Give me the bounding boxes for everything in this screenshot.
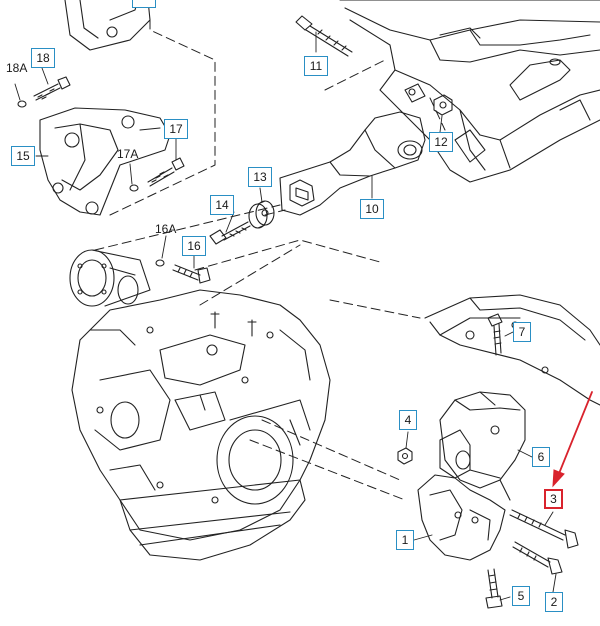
mount-plate bbox=[424, 294, 600, 406]
label-17a: 17A bbox=[117, 147, 139, 161]
callout-1: 1 bbox=[396, 530, 414, 550]
torque-arm-10 bbox=[279, 111, 426, 216]
bracket-1 bbox=[417, 474, 506, 561]
highlight-arrow bbox=[552, 391, 593, 488]
callout-10: 10 bbox=[360, 199, 384, 219]
callout-15: 15 bbox=[11, 146, 35, 166]
bolt-5 bbox=[485, 568, 503, 609]
output-flange bbox=[69, 249, 151, 307]
label-16a: 16A bbox=[155, 222, 177, 236]
callout-4: 4 bbox=[399, 410, 417, 430]
bolt-2 bbox=[512, 541, 563, 575]
callout-17: 17 bbox=[164, 119, 188, 139]
bracket-15 bbox=[39, 107, 171, 216]
bolt-16 bbox=[155, 259, 211, 284]
label-18a: 18A bbox=[6, 61, 28, 75]
callout-11: 11 bbox=[304, 56, 328, 76]
engine-mount-6 bbox=[439, 391, 526, 501]
callout-6: 6 bbox=[532, 447, 550, 467]
callout-7: 7 bbox=[513, 322, 531, 342]
callout-partial-top bbox=[132, 0, 156, 8]
callout-18: 18 bbox=[31, 48, 55, 68]
bolt-17 bbox=[129, 157, 185, 192]
transmission-housing bbox=[71, 289, 331, 561]
nut-4 bbox=[397, 447, 413, 465]
subframe bbox=[339, 0, 600, 183]
bolt-14 bbox=[209, 221, 251, 245]
nut-12 bbox=[433, 94, 453, 116]
upper-bracket-fragment bbox=[64, 0, 151, 51]
callout-12: 12 bbox=[429, 132, 453, 152]
bolt-18 bbox=[17, 76, 71, 108]
callout-14: 14 bbox=[210, 195, 234, 215]
callout-3-highlighted: 3 bbox=[544, 489, 563, 509]
bolt-3 bbox=[509, 509, 579, 549]
dashed-assembly-lines bbox=[94, 19, 446, 501]
leader-lines bbox=[14, 31, 557, 601]
callout-16: 16 bbox=[182, 236, 206, 256]
callout-2: 2 bbox=[545, 592, 563, 612]
bolt-7 bbox=[487, 313, 503, 356]
bolt-11 bbox=[295, 15, 353, 57]
callout-5: 5 bbox=[512, 586, 530, 606]
bushing-13 bbox=[248, 200, 275, 229]
callout-13: 13 bbox=[248, 167, 272, 187]
